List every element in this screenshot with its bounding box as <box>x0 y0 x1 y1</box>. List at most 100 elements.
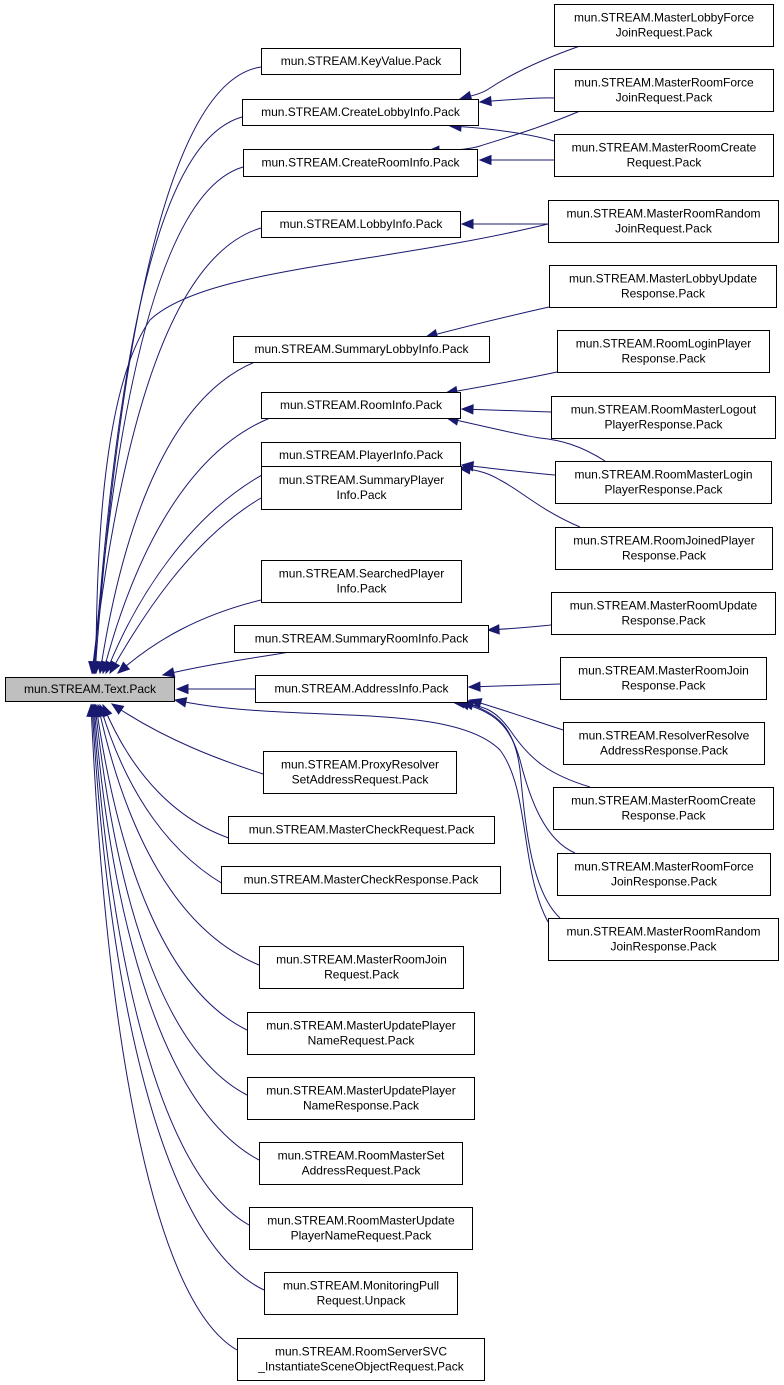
class-node-masterroomforcejoinrequest[interactable]: mun.STREAM.MasterRoomForceJoinRequest.Pa… <box>554 69 774 112</box>
class-node-proxyresolver[interactable]: mun.STREAM.ProxyResolverSetAddressReques… <box>263 751 457 794</box>
edge-masterroomrandomjoinresponse-to-text_pack <box>174 699 549 923</box>
class-label-line: mun.STREAM.MasterLobbyForce <box>574 11 754 25</box>
class-box <box>228 816 495 844</box>
edge-masterroomrandomjoinresponse-to-addressinfo <box>461 701 561 919</box>
class-box <box>554 69 774 112</box>
class-node-roomserversvc[interactable]: mun.STREAM.RoomServerSVC_InstantiateScen… <box>237 1338 485 1381</box>
class-node-summaryroominfo[interactable]: mun.STREAM.SummaryRoomInfo.Pack <box>234 625 489 653</box>
nodes-layer: mun.STREAM.Text.Pack mun.STREAM.KeyValue.… <box>5 4 779 1381</box>
class-label-line: mun.STREAM.MasterRoomForce <box>574 860 754 874</box>
class-node-masterroomrandomjoinrequest[interactable]: mun.STREAM.MasterRoomRandomJoinRequest.P… <box>548 200 779 243</box>
class-box <box>5 677 175 702</box>
arrowhead-summaryroominfo-to-text_pack <box>161 667 176 678</box>
class-node-resolverresolveaddressresponse[interactable]: mun.STREAM.ResolverResolveAddressRespons… <box>563 722 765 765</box>
class-box <box>263 751 457 794</box>
edge-roomjoinedplayerresponse-to-playerinfo <box>458 467 581 528</box>
edge-searchedplayerinfo-to-text_pack <box>117 599 262 674</box>
edge-roominfo-to-text_pack <box>102 417 271 674</box>
arrowhead-masterroomjoinresponse-to-addressinfo <box>467 681 481 692</box>
edge-masterupdateplayernamerequest-to-text_pack <box>95 704 248 1031</box>
class-node-masterlobbyupdateresponse[interactable]: mun.STREAM.MasterLobbyUpdateResponse.Pac… <box>549 265 777 308</box>
class-box <box>551 396 776 439</box>
class-label-line: mun.STREAM.RoomMasterSet <box>278 1149 445 1163</box>
class-node-createlobbyinfo[interactable]: mun.STREAM.CreateLobbyInfo.Pack <box>242 99 479 126</box>
class-box <box>563 722 765 765</box>
class-box <box>261 211 461 238</box>
arrowhead-masterroomrandomjoinrequest-to-lobbyinfo <box>460 218 474 230</box>
edge-resolverresolveaddressresponse-to-addressinfo <box>469 699 564 731</box>
edge-masterroomjoinresponse-to-addressinfo <box>468 683 561 688</box>
class-node-masterroomforcejoinresponse[interactable]: mun.STREAM.MasterRoomForceJoinResponse.P… <box>557 853 771 896</box>
class-node-masterroomrandomjoinresponse[interactable]: mun.STREAM.MasterRoomRandomJoinResponse.… <box>548 918 779 961</box>
class-label-line: mun.STREAM.RoomMasterLogin <box>574 468 752 482</box>
class-label-line: mun.STREAM.RoomInfo.Pack <box>280 398 443 412</box>
edge-masterroomcreaterequest-to-createlobbyinfo <box>449 125 555 142</box>
class-node-createroominfo[interactable]: mun.STREAM.CreateRoomInfo.Pack <box>243 149 478 177</box>
class-box <box>548 200 779 243</box>
class-label-line: mun.STREAM.MonitoringPull <box>283 1279 439 1293</box>
arrowhead-masterroomrandomjoinresponse-to-text_pack <box>173 697 188 708</box>
class-node-keyvalue[interactable]: mun.STREAM.KeyValue.Pack <box>261 48 461 75</box>
class-box <box>549 265 777 308</box>
class-node-masterupdateplayernamerequest[interactable]: mun.STREAM.MasterUpdatePlayerNameRequest… <box>247 1012 475 1055</box>
class-label-line: mun.STREAM.MasterRoomJoin <box>276 953 447 967</box>
class-label-line: JoinRequest.Pack <box>616 91 714 105</box>
class-box <box>557 853 771 896</box>
class-node-masterupdateplayernameresponse[interactable]: mun.STREAM.MasterUpdatePlayerNameRespons… <box>247 1077 475 1120</box>
arrowhead-proxyresolver-to-text_pack <box>110 703 125 715</box>
class-label-line: Request.Pack <box>324 968 400 982</box>
arrowhead-masterroomupdateresponse-to-summaryroominfo <box>486 624 500 635</box>
class-node-addressinfo[interactable]: mun.STREAM.AddressInfo.Pack <box>255 675 468 703</box>
class-node-roommasterloginplayerresponse[interactable]: mun.STREAM.RoomMasterLoginPlayerResponse… <box>555 461 772 504</box>
class-label-line: mun.STREAM.SearchedPlayer <box>279 567 444 581</box>
edge-playerinfo-to-text_pack <box>105 467 276 674</box>
class-node-mastercheckrequest[interactable]: mun.STREAM.MasterCheckRequest.Pack <box>228 816 495 844</box>
class-node-mastercheckresponse[interactable]: mun.STREAM.MasterCheckResponse.Pack <box>221 866 501 894</box>
class-node-roommastersetaddress[interactable]: mun.STREAM.RoomMasterSetAddressRequest.P… <box>259 1142 463 1185</box>
class-node-roominfo[interactable]: mun.STREAM.RoomInfo.Pack <box>261 392 461 419</box>
class-label-line: mun.STREAM.RoomMasterLogout <box>571 403 757 417</box>
edge-keyvalue-to-text_pack <box>94 66 262 674</box>
class-box <box>261 466 462 510</box>
class-label-line: mun.STREAM.AddressInfo.Pack <box>274 682 449 696</box>
edge-lobbyinfo-to-text_pack <box>91 227 262 674</box>
class-label-line: JoinResponse.Pack <box>611 875 718 889</box>
class-label-line: mun.STREAM.ProxyResolver <box>281 758 439 772</box>
edge-summaryroominfo-to-text_pack <box>162 651 291 676</box>
class-node-roommasterlogoutplayerresponse[interactable]: mun.STREAM.RoomMasterLogoutPlayerRespons… <box>551 396 776 439</box>
arrowhead-roomjoinedplayerresponse-to-playerinfo <box>457 464 472 475</box>
edge-masterroomforcejoinresponse-to-addressinfo <box>457 701 576 854</box>
edge-proxyresolver-to-text_pack <box>111 703 264 775</box>
class-node-playerinfo[interactable]: mun.STREAM.PlayerInfo.Pack <box>261 442 461 469</box>
class-box <box>259 1142 463 1185</box>
class-box <box>560 657 767 700</box>
class-label-line: mun.STREAM.RoomServerSVC <box>275 1345 447 1359</box>
edge-mastercheckresponse-to-text_pack <box>99 704 241 894</box>
class-label-line: PlayerResponse.Pack <box>604 483 723 497</box>
class-node-summarylobbyinfo[interactable]: mun.STREAM.SummaryLobbyInfo.Pack <box>233 336 490 363</box>
edge-roommasterlogoutplayerresponse-to-roominfo <box>461 408 552 413</box>
class-box <box>237 1338 485 1381</box>
class-label-line: mun.STREAM.MasterRoomUpdate <box>570 599 758 613</box>
class-label-line: mun.STREAM.MasterRoomRandom <box>566 207 760 221</box>
class-node-text_pack[interactable]: mun.STREAM.Text.Pack <box>5 677 175 702</box>
class-node-roommasterupdateplayername[interactable]: mun.STREAM.RoomMasterUpdatePlayerNameReq… <box>249 1207 473 1250</box>
arrowhead-masterroomcreaterequest-to-createroominfo <box>478 154 492 166</box>
class-label-line: mun.STREAM.ResolverResolve <box>579 729 750 743</box>
edge-roommasterupdateplayername-to-text_pack <box>92 704 250 1226</box>
class-box <box>553 787 774 830</box>
class-label-line: mun.STREAM.CreateRoomInfo.Pack <box>261 156 460 170</box>
class-node-masterlobbyforcejoinrequest[interactable]: mun.STREAM.MasterLobbyForceJoinRequest.P… <box>554 4 774 47</box>
class-node-lobbyinfo[interactable]: mun.STREAM.LobbyInfo.Pack <box>261 211 461 238</box>
